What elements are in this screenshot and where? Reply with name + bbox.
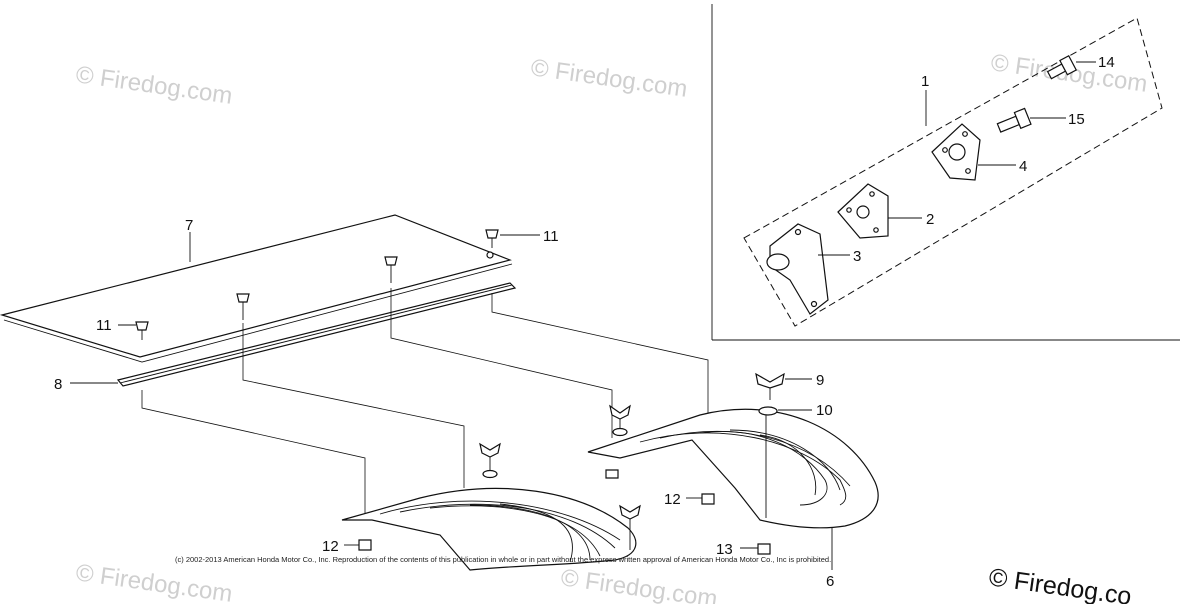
- fastener-11-right: [485, 229, 499, 248]
- watermark-corner: © Firedog.co: [987, 563, 1133, 604]
- fastener-mid-2: [384, 256, 398, 283]
- callout-12-right: 12: [664, 491, 681, 508]
- watermark-1: © Firedog.com: [74, 61, 234, 110]
- callout-3: 3: [853, 248, 861, 265]
- wing-nut-right-fender: [609, 404, 631, 437]
- bolt-15: [996, 107, 1032, 133]
- bolt-14: [1046, 55, 1078, 80]
- watermark-2: © Firedog.com: [529, 54, 689, 103]
- callout-15: 15: [1068, 111, 1085, 128]
- callout-6: 6: [826, 573, 834, 590]
- inset-frame: [711, 4, 1180, 341]
- callout-1: 1: [921, 73, 929, 90]
- callout-11-right: 11: [543, 228, 559, 245]
- washer-10: [758, 406, 778, 416]
- callout-8: 8: [54, 376, 62, 393]
- nut-12-right: [701, 493, 715, 505]
- plate-2: [837, 183, 889, 239]
- callout-10: 10: [816, 402, 833, 419]
- callout-12-left: 12: [322, 538, 339, 555]
- nut-12-left: [358, 539, 372, 551]
- callout-7: 7: [185, 217, 193, 234]
- watermark-4: © Firedog.com: [74, 559, 234, 604]
- callout-4: 4: [1019, 158, 1027, 175]
- watermark-5: © Firedog.com: [559, 564, 719, 604]
- copyright-notice: (c) 2002-2013 American Honda Motor Co., …: [175, 555, 831, 564]
- callout-13: 13: [716, 541, 733, 558]
- bracket-3: [766, 223, 829, 315]
- callout-11-left: 11: [96, 317, 112, 334]
- fender-6-left: [341, 487, 637, 571]
- strip-8: [116, 282, 517, 387]
- callout-9: 9: [816, 372, 824, 389]
- wing-nut-lower: [619, 504, 641, 550]
- fastener-mid-1: [236, 293, 250, 320]
- nut-13: [757, 543, 771, 555]
- fastener-11-left: [135, 321, 149, 340]
- fender-6-right: [587, 408, 879, 529]
- callout-14: 14: [1098, 54, 1115, 71]
- plate-4: [931, 123, 981, 181]
- panel-7: [0, 214, 513, 363]
- nut-right-fender: [605, 469, 619, 479]
- wing-nut-left-fender: [479, 442, 501, 479]
- inset-assembly-outline: [743, 17, 1163, 327]
- callout-2: 2: [926, 211, 934, 228]
- wing-nut-9: [755, 372, 785, 400]
